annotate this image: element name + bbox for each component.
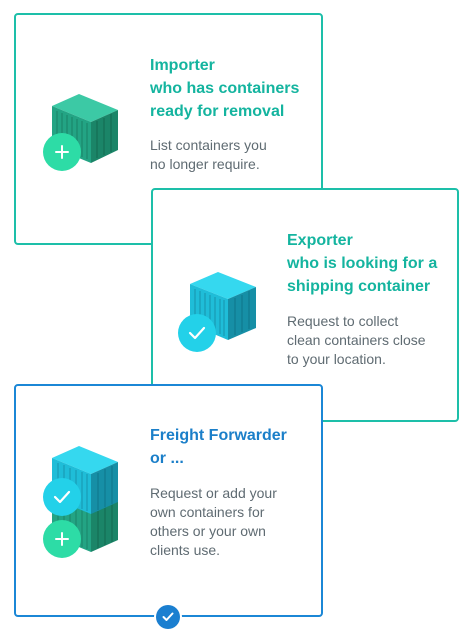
option-description: Request or add your own containers for o… — [150, 484, 277, 560]
option-title: Exporter who is looking for a shipping c… — [287, 229, 437, 298]
title-line: Importer — [150, 57, 215, 74]
description-line: to your location. — [287, 351, 386, 367]
description-line: Request to collect — [287, 313, 399, 329]
option-card-exporter[interactable]: Exporter who is looking for a shipping c… — [151, 188, 459, 422]
title-line: who is looking for a — [287, 255, 438, 272]
description-line: no longer require. — [150, 156, 260, 172]
title-line: Freight Forwarder — [150, 427, 287, 444]
option-description: List containers you no longer require. — [150, 136, 267, 174]
description-line: clients use. — [150, 542, 221, 558]
title-line: or ... — [150, 450, 184, 467]
option-description: Request to collect clean containers clos… — [287, 312, 426, 369]
plus-badge-icon — [43, 520, 81, 558]
description-line: clean containers close — [287, 332, 426, 348]
description-line: own containers for — [150, 504, 265, 520]
option-title: Importer who has containers ready for re… — [150, 54, 299, 123]
plus-badge-icon — [43, 133, 81, 171]
title-line: shipping container — [287, 278, 431, 295]
shipping-container-illustration — [190, 272, 256, 340]
check-badge-icon — [43, 478, 81, 516]
description-line: List containers you — [150, 137, 267, 153]
title-line: ready for removal — [150, 103, 285, 120]
description-line: others or your own — [150, 523, 266, 539]
option-title: Freight Forwarder or ... — [150, 424, 287, 470]
selected-check-icon — [156, 605, 180, 629]
description-line: Request or add your — [150, 485, 277, 501]
title-line: Exporter — [287, 232, 353, 249]
option-card-freight-forwarder[interactable]: Freight Forwarder or ... Request or add … — [14, 384, 323, 617]
title-line: who has containers — [150, 80, 300, 97]
check-badge-icon — [178, 314, 216, 352]
